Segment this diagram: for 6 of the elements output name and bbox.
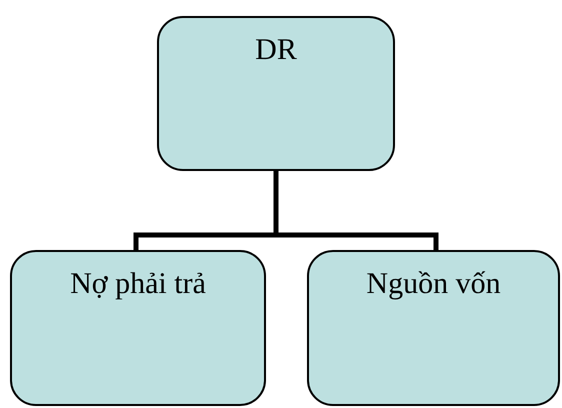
box-label: Nợ phải trả [70, 266, 206, 302]
box-label: DR [255, 32, 297, 68]
org-box [307, 250, 560, 406]
org-box [157, 16, 395, 171]
org-box [10, 250, 266, 406]
box-label: Nguồn vốn [366, 266, 501, 302]
